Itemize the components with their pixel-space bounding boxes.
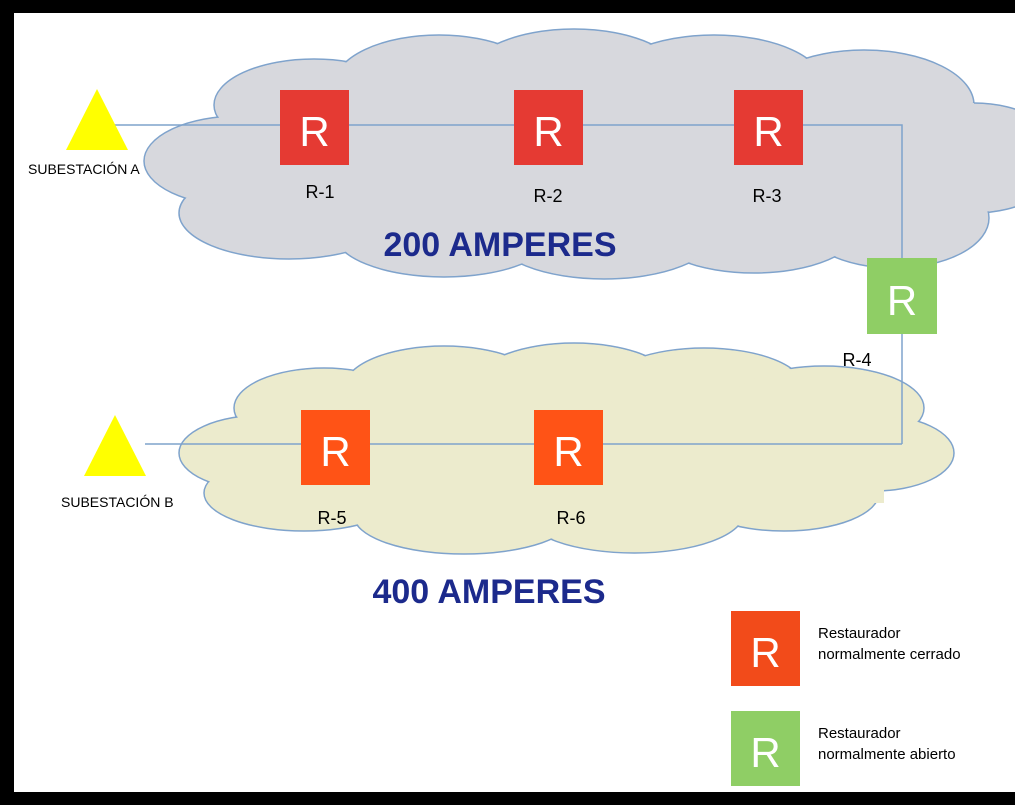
zone-400a-title: 400 AMPERES [372, 573, 605, 611]
recloser-r2-letter: R [533, 108, 563, 155]
legend-open-swatch [731, 711, 800, 786]
recloser-r6-letter: R [553, 428, 583, 475]
legend-closed-swatch [731, 611, 800, 686]
substation-a-label: SUBESTACIÓN A [28, 161, 140, 177]
recloser-r3[interactable]: R [734, 90, 803, 165]
recloser-r5[interactable]: R [301, 410, 370, 485]
network-diagram: SUBESTACIÓN A SUBESTACIÓN B R R-1 R R-2 … [28, 28, 1015, 786]
legend: R Restaurador normalmente cerrado R Rest… [731, 611, 961, 786]
zone-200a-title: 200 AMPERES [383, 226, 616, 264]
recloser-r4[interactable]: R [867, 258, 937, 334]
recloser-r1[interactable]: R [280, 90, 349, 165]
substation-b-label: SUBESTACIÓN B [61, 494, 174, 510]
recloser-r1-label: R-1 [305, 182, 334, 202]
substation-a-icon [66, 89, 128, 150]
legend-open-line1: Restaurador [818, 725, 901, 742]
recloser-r6-label: R-6 [556, 508, 585, 528]
recloser-r3-label: R-3 [752, 186, 781, 206]
legend-open-line2: normalmente abierto [818, 746, 956, 763]
recloser-r2-label: R-2 [533, 186, 562, 206]
legend-closed-line1: Restaurador [818, 625, 901, 642]
recloser-r4-letter: R [887, 277, 917, 324]
recloser-r1-letter: R [299, 108, 329, 155]
recloser-r3-letter: R [753, 108, 783, 155]
recloser-r4-label: R-4 [842, 350, 871, 370]
recloser-r6[interactable]: R [534, 410, 603, 485]
legend-closed-letter: R [750, 629, 780, 676]
recloser-r5-letter: R [320, 428, 350, 475]
recloser-r2[interactable]: R [514, 90, 583, 165]
legend-closed-line2: normalmente cerrado [818, 646, 961, 663]
zone-200a-cloud [143, 28, 1015, 280]
legend-closed-item: R Restaurador normalmente cerrado [731, 611, 961, 686]
feeder-lines [112, 124, 903, 445]
legend-open-letter: R [750, 729, 780, 776]
diagram-canvas: SUBESTACIÓN A SUBESTACIÓN B R R-1 R R-2 … [14, 13, 1015, 792]
legend-open-item: R Restaurador normalmente abierto [731, 711, 956, 786]
substation-b-icon [84, 415, 146, 476]
feeder-line-a [112, 124, 903, 258]
recloser-r5-label: R-5 [317, 508, 346, 528]
